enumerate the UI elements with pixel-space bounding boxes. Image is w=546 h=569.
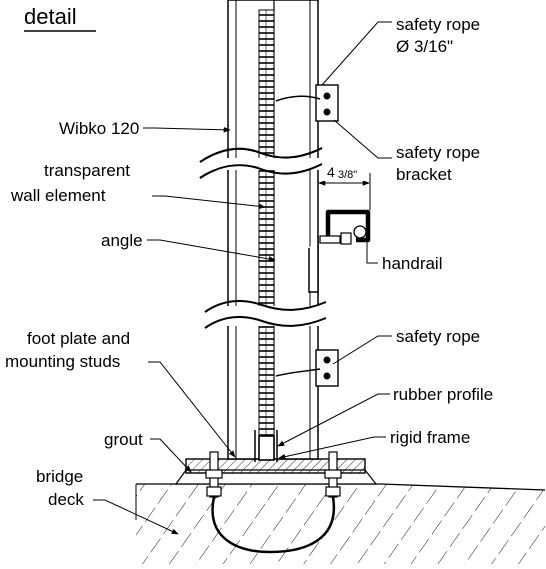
label-wall-element: wall element xyxy=(10,186,106,205)
rigid-frame xyxy=(254,430,278,462)
rubber-profile xyxy=(258,435,275,461)
break-line-upper xyxy=(199,147,324,179)
leader-lines xyxy=(93,21,392,535)
label-mounting-studs: mounting studs xyxy=(5,352,120,371)
label-deck: deck xyxy=(48,490,84,509)
label-angle: angle xyxy=(101,231,143,250)
anchor-loop xyxy=(211,496,336,554)
drawing-title: detail xyxy=(24,4,77,29)
dimension-4-3-8: 4 3/8" xyxy=(317,163,371,210)
label-rubber-profile: rubber profile xyxy=(393,385,493,404)
label-wibko: Wibko 120 xyxy=(59,119,139,138)
label-bridge: bridge xyxy=(36,467,83,486)
label-rigid-frame: rigid frame xyxy=(390,428,470,447)
label-safety-rope-bracket-2: bracket xyxy=(396,165,452,184)
label-safety-rope-diameter: Ø 3/16" xyxy=(396,37,453,56)
label-foot-plate: foot plate and xyxy=(27,329,130,348)
safety-rope-bracket-top xyxy=(275,84,339,122)
transparent-wall-element xyxy=(258,9,275,461)
handrail xyxy=(308,209,371,293)
label-transparent: transparent xyxy=(44,161,130,180)
break-line-lower xyxy=(204,299,329,329)
label-grout: grout xyxy=(104,430,143,449)
safety-rope-bracket-lower xyxy=(275,349,339,387)
label-handrail: handrail xyxy=(382,254,443,273)
dimension-whole: 4 xyxy=(327,164,335,180)
label-safety-rope-lower: safety rope xyxy=(396,327,480,346)
label-safety-rope-top: safety rope xyxy=(396,15,480,34)
dimension-fraction: 3/8" xyxy=(338,169,357,181)
label-safety-rope-bracket-1: safety rope xyxy=(396,143,480,162)
